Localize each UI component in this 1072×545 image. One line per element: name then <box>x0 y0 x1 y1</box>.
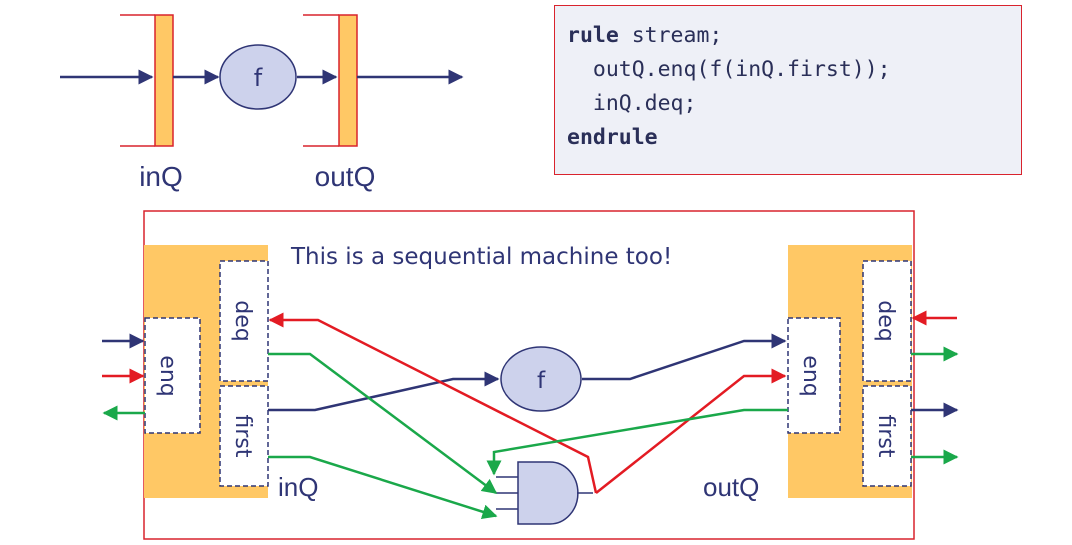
function-label: f <box>537 368 546 394</box>
data-path-first-to-f <box>268 371 500 412</box>
code-keyword-endrule: endrule <box>567 125 658 150</box>
function-bubble <box>500 346 582 412</box>
inq-enq-label: enq <box>155 355 180 396</box>
rule-code-block: rule stream; outQ.enq(f(inQ.first)); inQ… <box>554 5 1022 175</box>
inq-enq-port <box>144 317 201 434</box>
first-ready-wire <box>268 455 498 520</box>
code-keyword-rule: rule <box>567 23 619 48</box>
outq-enq-label: enq <box>798 355 823 396</box>
top-outq-queue <box>303 14 358 147</box>
data-path-f-to-outq <box>582 333 787 381</box>
code-line-3: inQ.deq; <box>567 91 697 116</box>
code-line-1-rest: stream; <box>618 23 723 48</box>
outq-enq-ready-wire <box>486 408 788 476</box>
and-gate-inputs <box>496 476 518 510</box>
outq-deq-label: deq <box>873 300 898 341</box>
inq-deq-label: deq <box>230 300 255 341</box>
top-inq-label: inQ <box>139 161 183 192</box>
deq-ready-wire <box>268 352 498 495</box>
outq-enq-port <box>787 317 841 434</box>
machine-headline: This is a sequential machine too! <box>290 244 672 270</box>
outq-first-label: first <box>873 415 898 458</box>
outq-label: outQ <box>703 472 759 502</box>
inq-label: inQ <box>278 472 318 502</box>
and-gate <box>517 461 579 525</box>
deq-enable-wire <box>268 312 598 494</box>
top-function-bubble <box>219 44 297 110</box>
inq-module: enq deq first <box>144 245 269 498</box>
inq-first-port <box>219 385 269 487</box>
inq-first-label: first <box>230 415 255 458</box>
enq-enable-wire <box>595 368 787 494</box>
outq-module: enq deq first <box>787 245 912 498</box>
outq-deq-port <box>862 260 912 382</box>
top-function-label: f <box>254 64 263 92</box>
top-inq-queue <box>120 14 174 147</box>
top-outq-label: outQ <box>315 161 376 192</box>
inq-deq-port <box>219 260 269 382</box>
top-pipeline: f inQ outQ <box>60 14 464 192</box>
outq-first-port <box>862 385 912 487</box>
code-line-2: outQ.enq(f(inQ.first)); <box>567 57 891 82</box>
